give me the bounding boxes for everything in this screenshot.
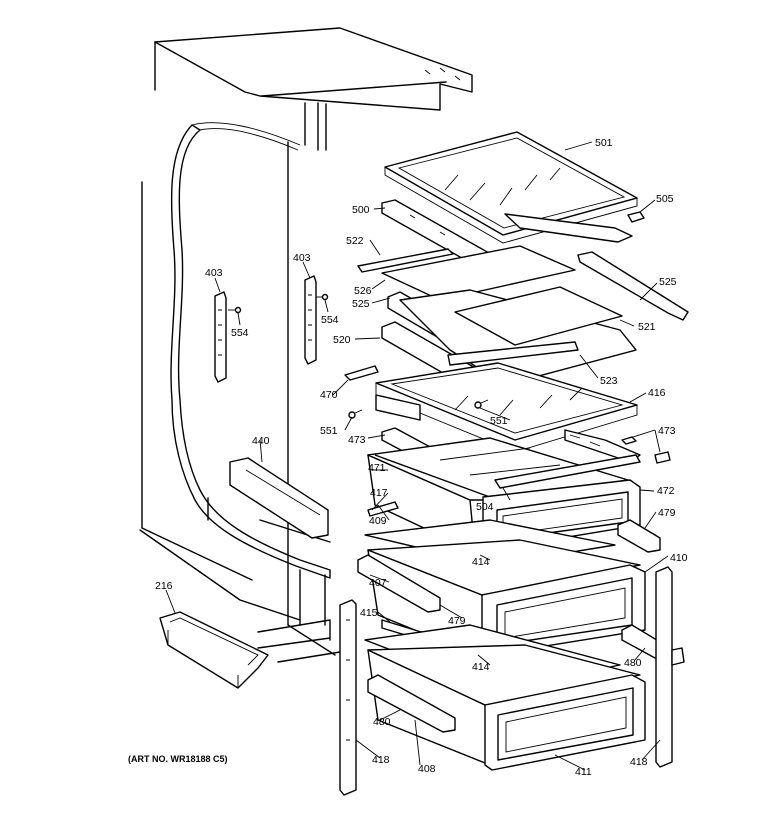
rail-479-left	[357, 554, 441, 613]
label-526: 526	[354, 285, 372, 297]
label-500: 500	[352, 204, 370, 216]
label-414-upper: 414	[472, 556, 490, 568]
label-414-lower: 414	[472, 661, 490, 673]
drawer-front-411	[484, 674, 646, 771]
label-473-left: 473	[348, 434, 366, 446]
glass-526	[381, 245, 576, 301]
label-407: 407	[369, 577, 387, 589]
label-472: 472	[657, 485, 675, 497]
part-labels: 501 505 500 522 525 526 525 521 520 523 …	[155, 137, 688, 778]
clip-470	[344, 365, 379, 381]
label-554-right: 554	[321, 314, 339, 326]
rail-480-left	[367, 674, 456, 733]
label-521: 521	[638, 321, 656, 333]
label-551-right: 551	[490, 415, 508, 427]
label-523: 523	[600, 375, 618, 387]
support-418-left	[339, 599, 357, 796]
door-gasket	[170, 122, 331, 579]
rail-403-left	[214, 291, 227, 383]
label-440: 440	[252, 435, 270, 447]
label-418-left: 418	[372, 754, 390, 766]
label-522: 522	[346, 235, 364, 247]
screws-551	[348, 399, 489, 419]
label-525-right: 525	[659, 276, 677, 288]
glass-521	[454, 286, 623, 346]
label-480-left: 480	[373, 716, 391, 728]
cover-440	[229, 457, 329, 539]
label-473-right: 473	[658, 425, 676, 437]
shelf-501-frame	[384, 131, 638, 244]
label-520: 520	[333, 334, 351, 346]
label-525-left: 525	[352, 298, 370, 310]
shelf-416-frame	[375, 362, 638, 453]
label-416: 416	[648, 387, 666, 399]
label-411: 411	[575, 766, 592, 778]
cabinet-outline	[139, 27, 473, 663]
label-551-left: 551	[320, 425, 338, 437]
label-471: 471	[368, 462, 386, 474]
rail-479-right	[617, 519, 661, 553]
label-216: 216	[155, 580, 173, 592]
rail-417	[367, 501, 399, 517]
label-417: 417	[370, 487, 388, 499]
label-415: 415	[360, 607, 378, 619]
label-505: 505	[656, 193, 674, 205]
label-504: 504	[476, 501, 494, 513]
label-410: 410	[670, 552, 688, 564]
label-479-right: 479	[658, 507, 676, 519]
clip-505	[627, 211, 645, 223]
drawer-front-410	[481, 564, 646, 656]
label-408: 408	[418, 763, 436, 775]
art-number: (ART NO. WR18188 C5)	[128, 754, 228, 764]
rail-403-right	[304, 275, 317, 365]
bin-216	[159, 611, 269, 689]
leader-lines	[165, 141, 669, 771]
support-418-right	[655, 566, 685, 768]
screws-554	[228, 293, 329, 314]
label-409: 409	[369, 515, 387, 527]
label-418-right: 418	[630, 756, 648, 768]
label-403-left: 403	[205, 267, 223, 279]
label-470: 470	[320, 389, 338, 401]
rail-522	[357, 248, 454, 273]
label-479-left: 479	[448, 615, 466, 627]
label-501: 501	[595, 137, 613, 149]
rail-525-right	[577, 251, 689, 321]
label-403-right: 403	[293, 252, 311, 264]
label-554-left: 554	[231, 327, 249, 339]
label-480-right: 480	[624, 657, 642, 669]
